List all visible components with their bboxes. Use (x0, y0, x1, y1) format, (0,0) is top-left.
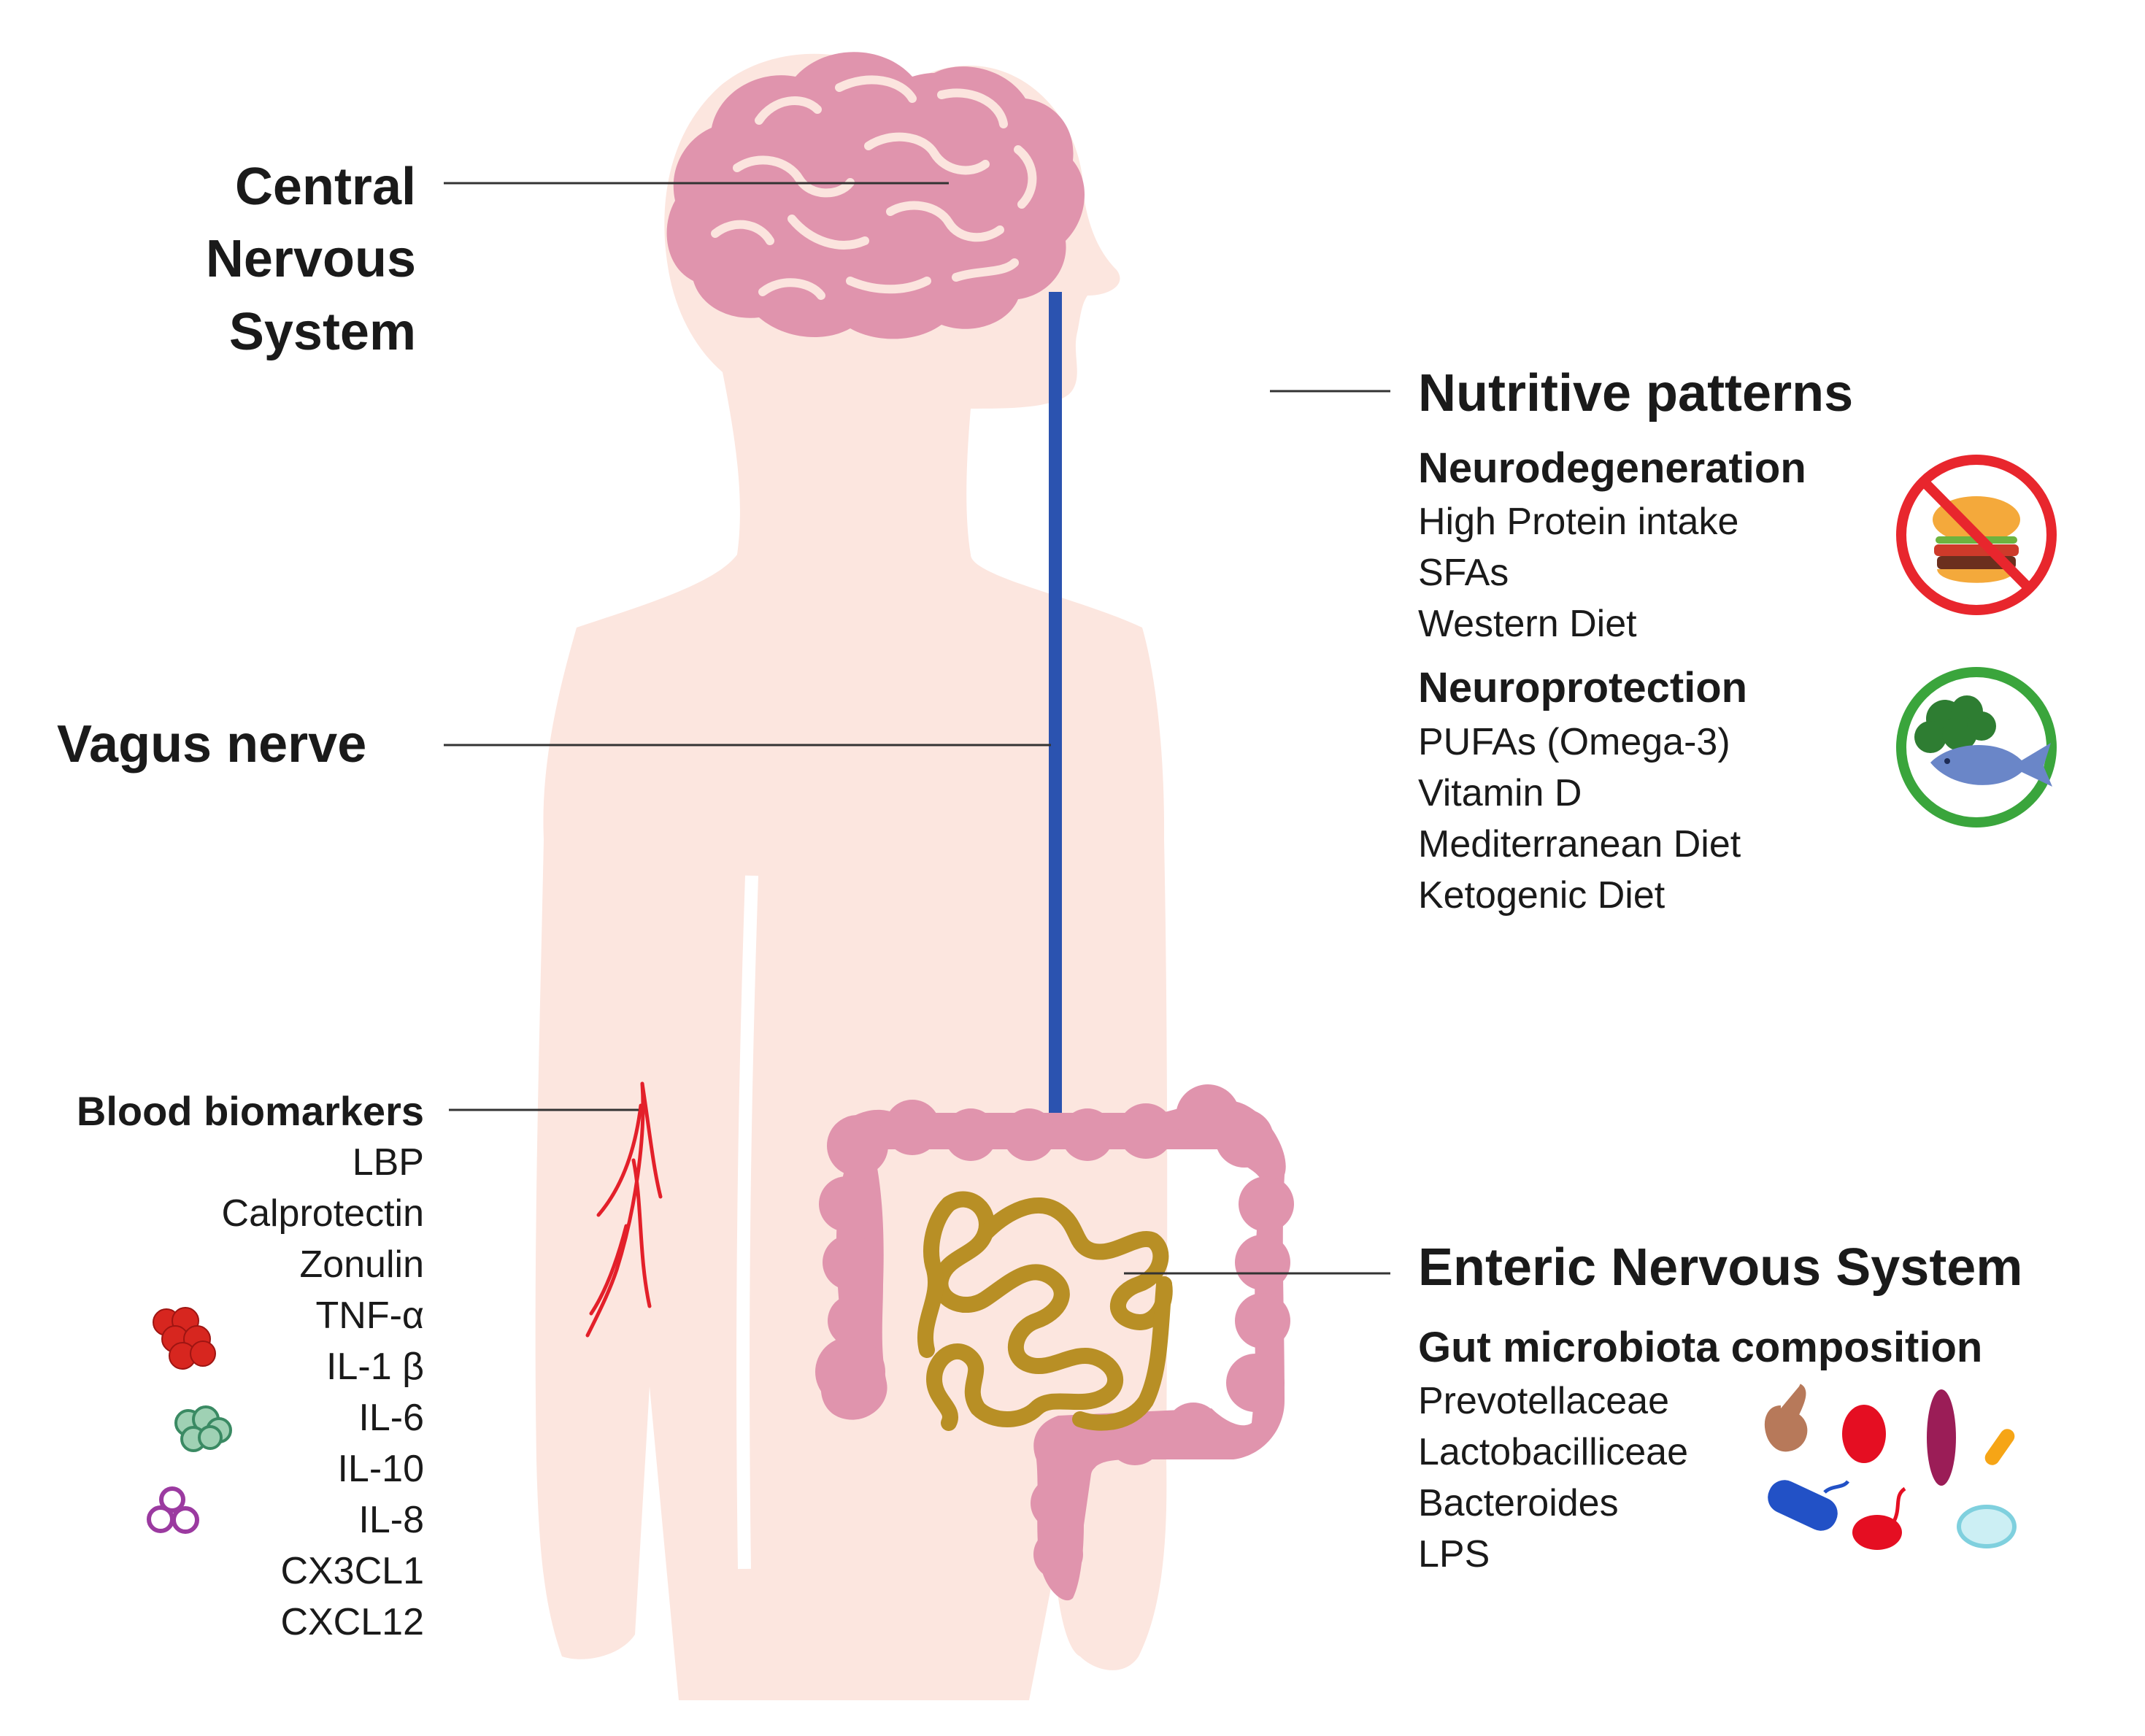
neurodegeneration-title: Neurodegeneration (1418, 444, 1806, 492)
cns-label-line-3: System (228, 302, 416, 361)
green-cell-cluster-icon (174, 1405, 232, 1452)
list-item: Western Diet (1418, 603, 1637, 645)
list-item: LPS (1418, 1533, 1490, 1575)
list-item: IL-1 β (326, 1346, 424, 1388)
list-item: Ketogenic Diet (1418, 874, 1665, 917)
large-intestine-icon (815, 1084, 1294, 1601)
list-item: High Protein intake (1418, 501, 1739, 543)
microbes-icon (1764, 1384, 2017, 1550)
list-item: Calprotectin (221, 1192, 424, 1235)
brown-bacterium (1764, 1384, 1808, 1452)
list-item: LBP (352, 1141, 424, 1184)
list-item: CX3CL1 (280, 1550, 424, 1592)
purple-cell-cluster-icon (147, 1486, 199, 1534)
small-intestine-icon (917, 1191, 1173, 1431)
list-item: CXCL12 (280, 1601, 424, 1643)
list-item: IL-6 (358, 1397, 424, 1439)
blood-biomarkers-title: Blood biomarkers (76, 1088, 424, 1134)
red-cocci (1842, 1405, 1886, 1463)
vagus-nerve-line (1049, 292, 1062, 1127)
list-item: Bacteroides (1418, 1482, 1619, 1524)
cns-label-line-2: Nervous (205, 230, 416, 289)
list-item: SFAs (1418, 552, 1509, 594)
neurodegeneration-list: High Protein intake SFAs Western Diet (1418, 496, 1738, 649)
blue-rod (1768, 1480, 1838, 1531)
list-item: Lactobacilliceae (1418, 1431, 1689, 1473)
blood-vessel-icon (585, 1081, 663, 1338)
blue-flagellum (1823, 1480, 1850, 1494)
brain-icon (666, 52, 1085, 339)
orange-rod (1984, 1429, 2015, 1465)
vegetables-fish-icon (1896, 667, 2057, 828)
list-item: IL-8 (358, 1499, 424, 1541)
gut-microbiota-list: Prevotellaceae Lactobacilliceae Bacteroi… (1418, 1376, 1688, 1580)
pointer-lines (444, 182, 1390, 1275)
list-item: Vitamin D (1418, 772, 1582, 814)
no-burger-icon (1896, 455, 2057, 615)
nutritive-patterns-title: Nutritive patterns (1418, 364, 1854, 423)
cns-label: Central Nervous System (206, 151, 416, 369)
neuroprotection-list: PUFAs (Omega-3) Vitamin D Mediterranean … (1418, 717, 1741, 921)
gut-microbiota-title: Gut microbiota composition (1418, 1324, 1983, 1371)
vagus-nerve-label: Vagus nerve (57, 715, 367, 774)
list-item: TNF-α (315, 1295, 424, 1337)
red-flagellated (1852, 1515, 1902, 1550)
red-cell-cluster-icon (153, 1307, 216, 1370)
cns-label-line-1: Central (234, 158, 416, 216)
ens-title: Enteric Nervous System (1418, 1238, 2023, 1297)
list-item: IL-10 (337, 1448, 424, 1490)
list-item: Prevotellaceae (1418, 1380, 1669, 1422)
magenta-rod (1927, 1389, 1956, 1486)
list-item: Zonulin (299, 1243, 424, 1286)
list-item: Mediterranean Diet (1418, 823, 1741, 865)
blood-biomarkers-block: Blood biomarkers LBP Calprotectin Zonuli… (77, 1086, 424, 1648)
list-item: PUFAs (Omega-3) (1418, 721, 1730, 763)
neuroprotection-title: Neuroprotection (1418, 664, 1748, 711)
blood-biomarkers-list: LBP Calprotectin Zonulin TNF-α IL-1 β IL… (77, 1137, 424, 1648)
cyan-cell (1957, 1505, 2017, 1548)
arm-gaps (736, 875, 1351, 1570)
